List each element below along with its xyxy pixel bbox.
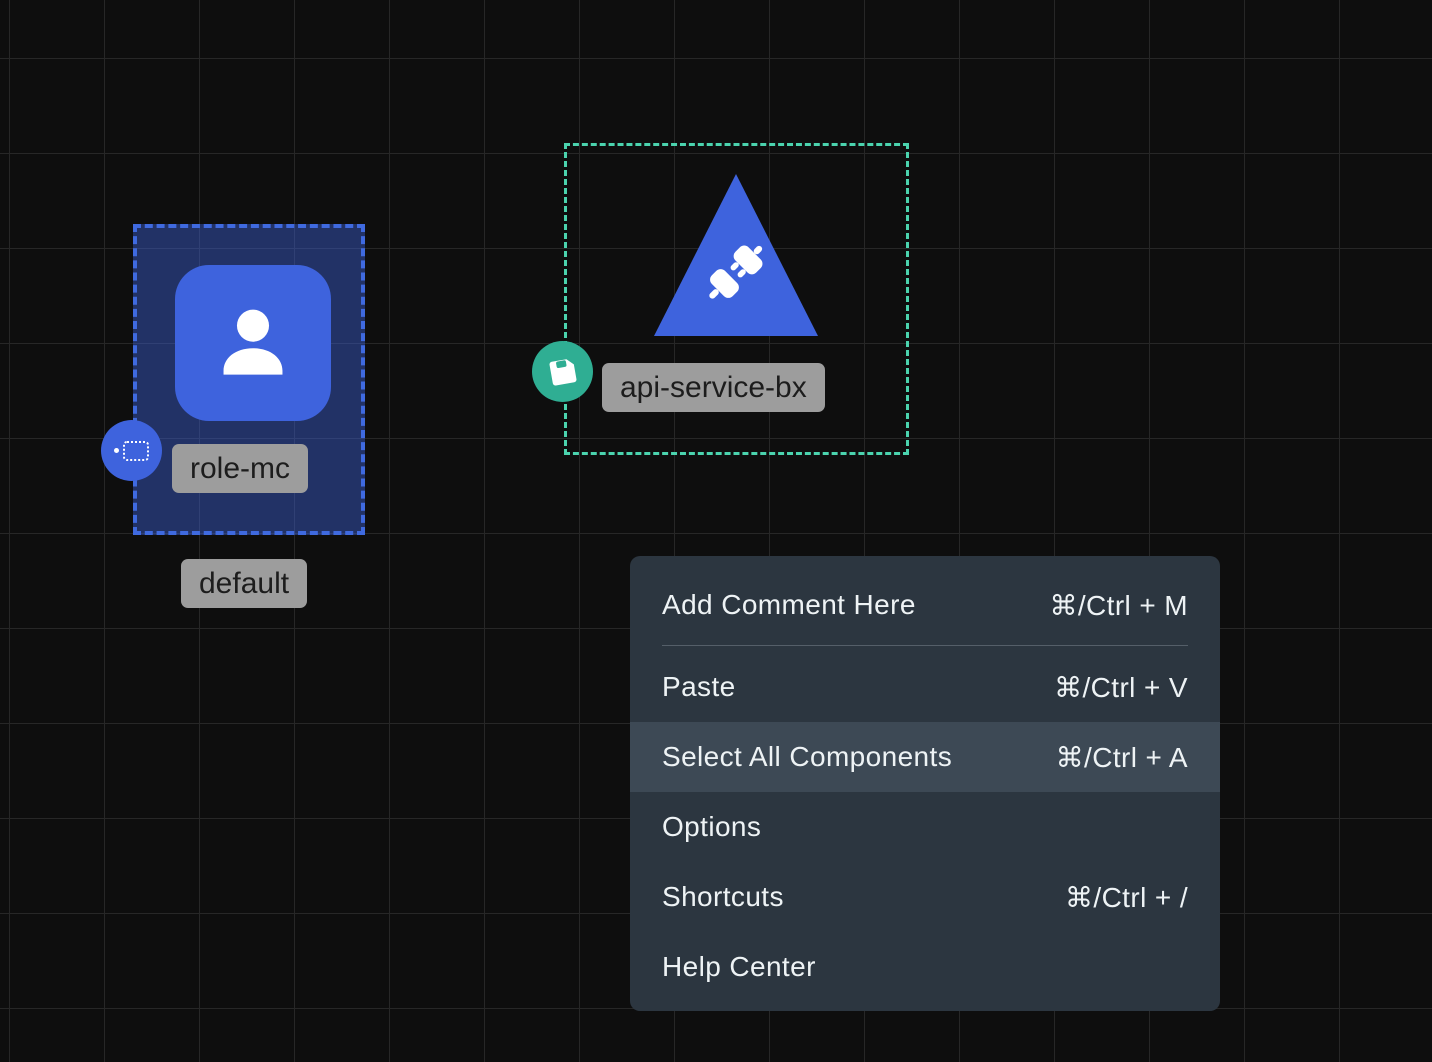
menu-item-label: Help Center <box>662 951 816 982</box>
api-component-selection[interactable] <box>564 143 909 455</box>
menu-divider <box>662 645 1188 646</box>
api-component-label[interactable]: api-service-bx <box>602 363 825 412</box>
menu-item-label: Add Comment Here <box>662 589 916 620</box>
selection-tool-badge[interactable] <box>101 420 162 481</box>
menu-item-help-center[interactable]: Help Center <box>630 932 1220 1002</box>
user-icon <box>223 309 283 375</box>
selection-dot-icon <box>114 448 119 453</box>
role-component[interactable] <box>175 265 331 421</box>
role-component-label[interactable]: role-mc <box>172 444 309 493</box>
menu-item-add-comment-here[interactable]: Add Comment Here ⌘/Ctrl + M <box>630 570 1220 640</box>
plug-icon <box>709 245 763 299</box>
menu-item-paste[interactable]: Paste ⌘/Ctrl + V <box>630 652 1220 722</box>
menu-item-shortcut: ⌘/Ctrl + A <box>1055 741 1188 773</box>
save-badge[interactable] <box>532 341 593 402</box>
menu-item-label: Select All Components <box>662 741 953 772</box>
context-menu: Add Comment Here ⌘/Ctrl + M Paste ⌘/Ctrl… <box>630 556 1220 1011</box>
selection-marquee-icon <box>123 440 149 461</box>
menu-item-shortcut: ⌘/Ctrl + V <box>1054 671 1188 703</box>
menu-item-label: Options <box>662 811 762 842</box>
menu-item-label: Paste <box>662 671 736 702</box>
menu-item-shortcuts[interactable]: Shortcuts ⌘/Ctrl + / <box>630 862 1220 932</box>
menu-item-shortcut: ⌘/Ctrl + / <box>1064 881 1188 913</box>
save-icon <box>549 358 576 385</box>
menu-item-label: Shortcuts <box>662 881 784 912</box>
api-component[interactable] <box>652 172 820 338</box>
menu-item-select-all-components[interactable]: Select All Components ⌘/Ctrl + A <box>630 722 1220 792</box>
menu-item-options[interactable]: Options <box>630 792 1220 862</box>
menu-item-shortcut: ⌘/Ctrl + M <box>1049 589 1188 621</box>
group-label[interactable]: default <box>181 559 308 608</box>
